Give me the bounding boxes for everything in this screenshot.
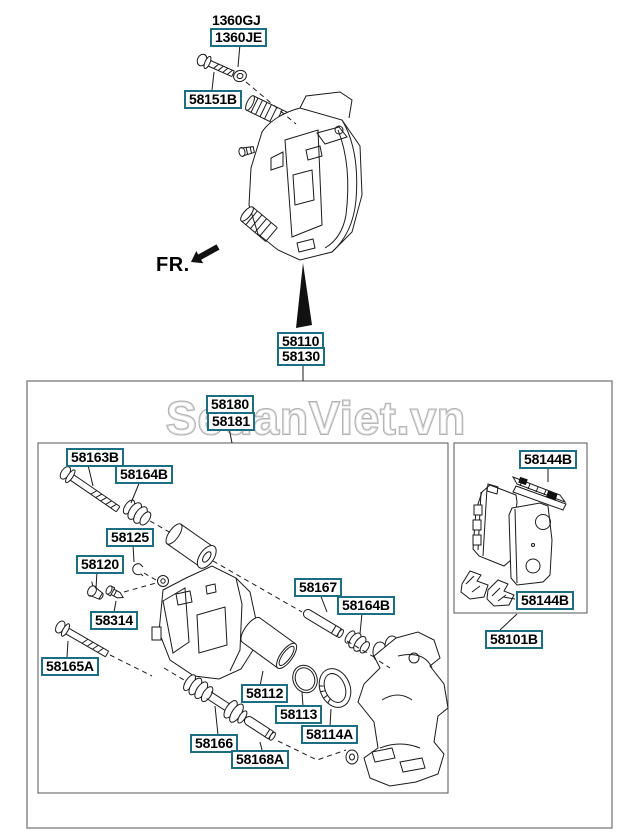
part-label-58164B-upper: 58164B: [115, 465, 173, 484]
nut-drawing: [232, 69, 248, 83]
mounting-bolt-lower-drawing: [53, 619, 110, 660]
pad-clips-drawing: [461, 571, 514, 606]
part-label-58112: 58112: [241, 684, 289, 703]
bleeder-cap-drawing: [85, 582, 106, 602]
down-pointer-icon: [296, 263, 312, 328]
fr-direction-label: FR.: [156, 254, 190, 276]
part-label-58163B: 58163B: [66, 448, 124, 467]
fr-arrow-icon: [191, 244, 220, 264]
piston-boot-drawing: [314, 664, 357, 712]
mounting-bolt-upper-drawing: [58, 464, 123, 515]
part-label-58168A: 58168A: [231, 750, 289, 769]
part-label-58166: 58166: [190, 734, 238, 753]
guide-pin-upper-drawing: [302, 608, 345, 639]
part-label-58144B-bottom: 58144B: [516, 591, 574, 610]
piston-drawing: [237, 614, 300, 671]
part-label-1360JE: 1360JE: [210, 28, 268, 47]
pad-shim-drawing: [513, 477, 566, 510]
part-label-58113: 58113: [275, 705, 323, 724]
caliper-housing-drawing: [152, 520, 256, 679]
leader-lines: [67, 44, 548, 750]
part-label-58151B: 58151B: [184, 90, 242, 109]
part-label-58114A: 58114A: [301, 725, 359, 744]
part-label-58125: 58125: [106, 528, 154, 547]
pad-retainer-clip-drawing: [133, 564, 143, 576]
pin-boot-lower-drawing: [342, 628, 372, 656]
outer-kit-box: [27, 381, 612, 828]
pad-kit-box: [454, 443, 587, 613]
caliper-bracket-drawing: [346, 632, 448, 786]
part-label-58165A: 58165A: [41, 657, 99, 676]
part-label-58144B-top: 58144B: [519, 450, 577, 469]
part-label-58130: 58130: [277, 347, 325, 366]
part-label-58120: 58120: [76, 555, 124, 574]
part-label-58164B-lower: 58164B: [337, 596, 395, 615]
part-label-58180: 58180: [206, 395, 254, 414]
part-label-58110: 58110: [277, 332, 325, 351]
outer-pad-drawing: [473, 484, 517, 566]
part-label-1360GJ: 1360GJ: [212, 12, 261, 28]
bleeder-screw-drawing: [105, 585, 126, 602]
guide-rod-boot-drawing: [180, 672, 250, 728]
piston-seal-drawing: [289, 662, 322, 697]
part-label-58181: 58181: [207, 412, 255, 431]
part-label-58167: 58167: [294, 578, 342, 597]
caliper-overhaul-kit-box: [38, 443, 448, 793]
guide-bolt-drawing: [195, 52, 235, 80]
part-label-58101B: 58101B: [485, 630, 543, 649]
assembly-axis-lines: [110, 82, 390, 760]
guide-pin-lower-drawing: [243, 715, 277, 741]
pin-boot-upper-drawing: [120, 497, 154, 529]
caliper-assembly-drawing: [238, 92, 362, 260]
inner-pad-drawing: [509, 503, 552, 585]
part-label-58314: 58314: [90, 611, 138, 630]
